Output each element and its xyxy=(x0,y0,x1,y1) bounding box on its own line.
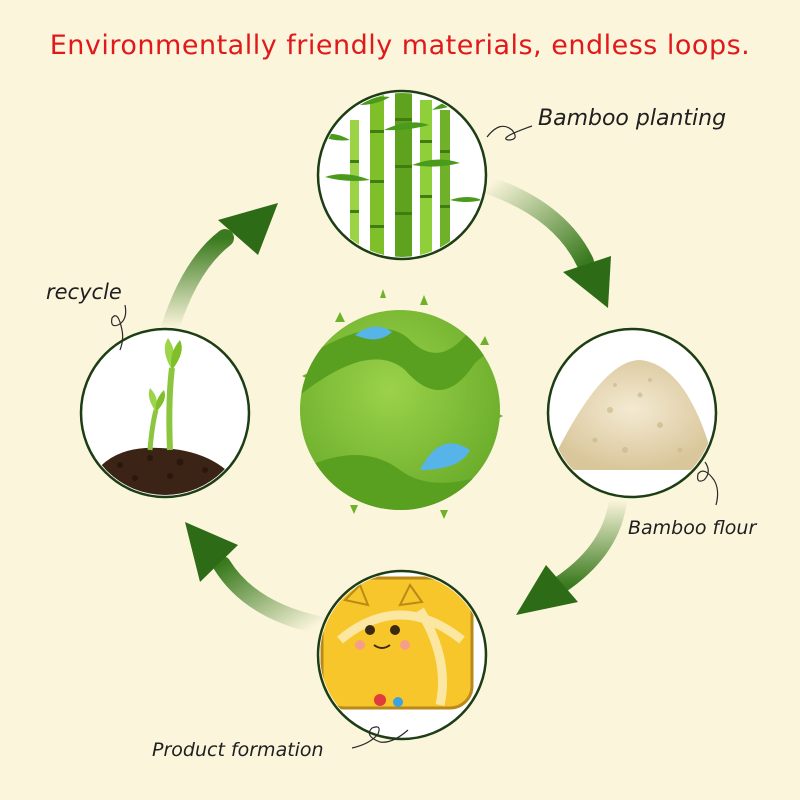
connector-bamboo xyxy=(486,125,533,141)
bamboo-planting-circle xyxy=(316,89,488,261)
bamboo-image xyxy=(320,93,484,257)
arrow-recycle-to-bamboo xyxy=(161,203,278,337)
connector-lines xyxy=(111,125,719,749)
connector-product xyxy=(351,726,409,749)
label-recycle: recycle xyxy=(46,280,122,304)
label-bamboo-flour: Bamboo flour xyxy=(628,517,757,539)
arrow-flour-to-product xyxy=(516,491,627,615)
sprout-image xyxy=(83,331,247,495)
label-product-formation: Product formation xyxy=(152,739,324,761)
arrow-product-to-recycle xyxy=(185,522,327,634)
product-formation-circle xyxy=(316,569,488,741)
green-planet xyxy=(300,289,503,519)
connector-flour xyxy=(697,461,719,506)
connector-recycle xyxy=(111,304,127,351)
cat-plate-image xyxy=(320,573,484,737)
flour-image xyxy=(550,331,714,495)
label-bamboo-planting: Bamboo planting xyxy=(538,106,727,131)
recycle-circle xyxy=(79,327,251,499)
headline: Environmentally friendly materials, endl… xyxy=(49,30,751,61)
bamboo-flour-circle xyxy=(546,327,718,499)
arrow-bamboo-to-flour xyxy=(479,176,611,308)
